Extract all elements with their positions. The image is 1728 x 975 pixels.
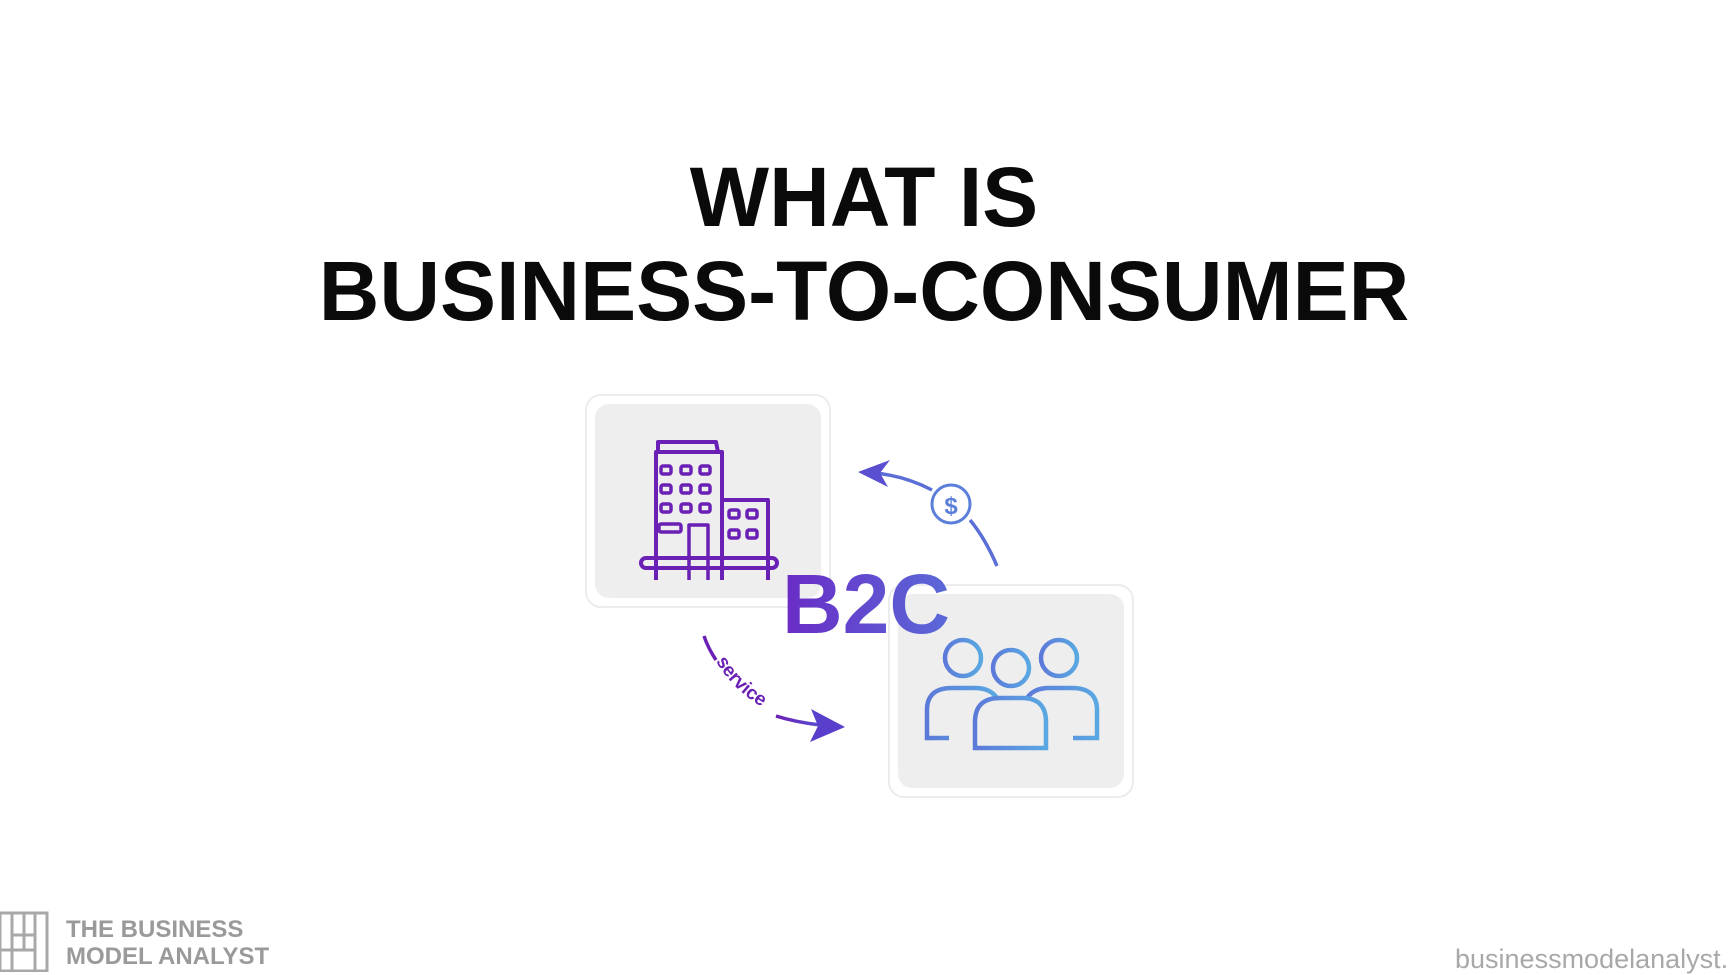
title-line-1: WHAT IS: [689, 150, 1039, 244]
brand-line-1: THE BUSINESS: [66, 916, 244, 943]
svg-text:$: $: [944, 493, 958, 520]
brand-line-2: MODEL ANALYST: [66, 943, 270, 970]
brand-name: THE BUSINESS MODEL ANALYST: [66, 916, 269, 970]
people-group-icon: [924, 637, 1100, 751]
website-url: businessmodelanalyst.com: [1455, 944, 1728, 974]
office-building-icon: [639, 440, 779, 580]
service-label: service: [712, 653, 771, 711]
title-line-2: BUSINESS-TO-CONSUMER: [318, 244, 1410, 338]
service-arrow: [702, 635, 845, 742]
dollar-coin-icon: $: [930, 483, 972, 525]
business-card: [585, 394, 831, 608]
payment-arrow: [858, 460, 999, 567]
brand-logo-icon: [0, 911, 49, 972]
b2c-label: B2C: [782, 557, 951, 651]
svg-text:service: service: [712, 653, 771, 711]
